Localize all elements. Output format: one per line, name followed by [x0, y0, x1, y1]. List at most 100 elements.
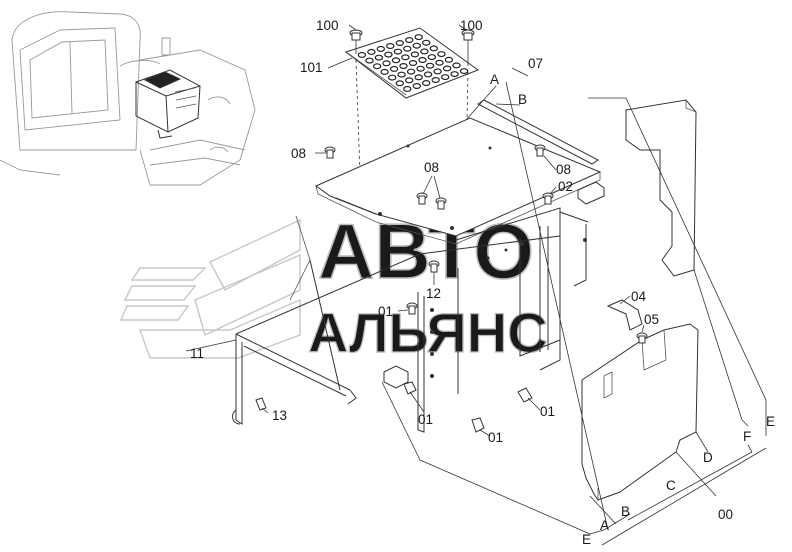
plate-hole	[416, 65, 425, 72]
bracket-04	[606, 299, 643, 331]
plate-hole	[367, 48, 376, 55]
bolt-08-left	[324, 146, 336, 159]
plate-hole	[444, 56, 454, 63]
plate-hole	[374, 54, 384, 61]
watermark: АВТО АЛЬЯНС	[119, 206, 548, 365]
plate-hole	[414, 74, 423, 81]
bolt-01-c	[471, 417, 485, 433]
plate-hole	[435, 59, 444, 66]
label-11: 11	[190, 346, 204, 361]
plate-hole	[401, 54, 410, 61]
plate-hole	[420, 48, 429, 55]
plate-hole	[403, 45, 412, 52]
label-01-c: 01	[488, 430, 503, 445]
label-e-right: E	[766, 414, 775, 429]
label-01-b: 01	[418, 412, 433, 427]
plate-hole	[441, 74, 450, 81]
plate-hole	[395, 39, 404, 46]
plate-hole	[357, 51, 367, 58]
label-04: 04	[631, 289, 647, 304]
plate-hole	[431, 76, 440, 83]
plate-hole	[365, 57, 374, 64]
plate-hole	[437, 51, 446, 58]
plate-hole	[422, 79, 431, 86]
plate-hole	[384, 51, 393, 58]
plate-hole	[418, 56, 427, 63]
bolt-08-right	[534, 144, 546, 157]
plate-hole	[405, 77, 414, 84]
rubber-pad-left	[383, 365, 409, 389]
callout-labels: 100 100 101 07 A B 08 08 08 02 12 04 05 …	[190, 18, 775, 547]
plate-hole	[376, 45, 385, 52]
plate-hole	[412, 82, 421, 89]
side-cover-d	[625, 99, 697, 277]
bolt-100-left	[349, 29, 363, 41]
plate-hole	[395, 80, 404, 87]
plate-hole	[450, 71, 459, 78]
label-a-top: A	[490, 72, 499, 87]
plate-holes	[357, 34, 469, 92]
bolt-12	[428, 260, 440, 273]
plate-hole	[423, 71, 433, 78]
plate-hole	[372, 63, 382, 70]
label-f: F	[743, 429, 751, 444]
label-a-bottom: A	[600, 518, 609, 533]
label-b-bottom: B	[621, 504, 630, 519]
label-100-right: 100	[460, 18, 483, 33]
label-07: 07	[528, 56, 543, 71]
frame-assembly	[232, 197, 589, 433]
plate-hole	[397, 71, 406, 78]
label-01-a: 01	[378, 304, 393, 319]
label-08-left: 08	[291, 146, 306, 161]
plate-hole	[412, 42, 421, 49]
label-05: 05	[644, 312, 659, 327]
plate-hole	[388, 74, 397, 81]
plate-hole	[393, 48, 403, 55]
label-00: 00	[718, 507, 733, 522]
bolt-08-mid-b	[435, 197, 447, 210]
bolt-100-right	[461, 29, 475, 41]
bolt-02	[542, 192, 554, 205]
label-c: C	[666, 478, 676, 493]
label-01-d: 01	[540, 404, 555, 419]
perforated-cover-plate	[344, 27, 480, 176]
label-08-right: 08	[556, 162, 571, 177]
plate-hole	[389, 65, 399, 72]
plate-hole	[425, 62, 435, 69]
label-13: 13	[272, 408, 287, 423]
leader-lines	[185, 24, 767, 546]
bolt-05	[636, 332, 648, 344]
plate-hole	[405, 36, 414, 43]
small-block	[577, 181, 605, 205]
plate-hole	[429, 45, 438, 52]
label-d: D	[703, 450, 713, 465]
plate-hole	[406, 68, 416, 75]
bolt-01-a	[406, 302, 418, 315]
front-cover	[581, 323, 699, 501]
plate-hole	[422, 39, 431, 46]
plate-hole	[433, 68, 442, 75]
label-08-mid: 08	[424, 160, 439, 175]
bolt-08-mid-a	[416, 192, 428, 205]
plate-hole	[382, 60, 391, 67]
plate-hole	[414, 34, 423, 41]
bolt-13	[255, 397, 267, 411]
plate-hole	[380, 68, 389, 75]
label-100-left: 100	[316, 18, 339, 33]
plate-hole	[459, 68, 469, 75]
plate-hole	[427, 54, 437, 61]
label-b-top: B	[518, 92, 527, 107]
label-12: 12	[426, 286, 441, 301]
plate-hole	[391, 57, 401, 64]
bolt-01-b	[403, 381, 417, 395]
plate-hole	[442, 65, 452, 72]
plate-hole	[408, 59, 418, 66]
plate-hole	[403, 85, 412, 92]
watermark-logo	[119, 218, 301, 359]
label-02: 02	[558, 179, 573, 194]
label-101: 101	[300, 60, 323, 75]
excavator-thumbnail	[0, 11, 256, 186]
watermark-text-line2: АЛЬЯНС	[308, 301, 548, 364]
thumbnail-highlighted-box	[135, 69, 201, 139]
